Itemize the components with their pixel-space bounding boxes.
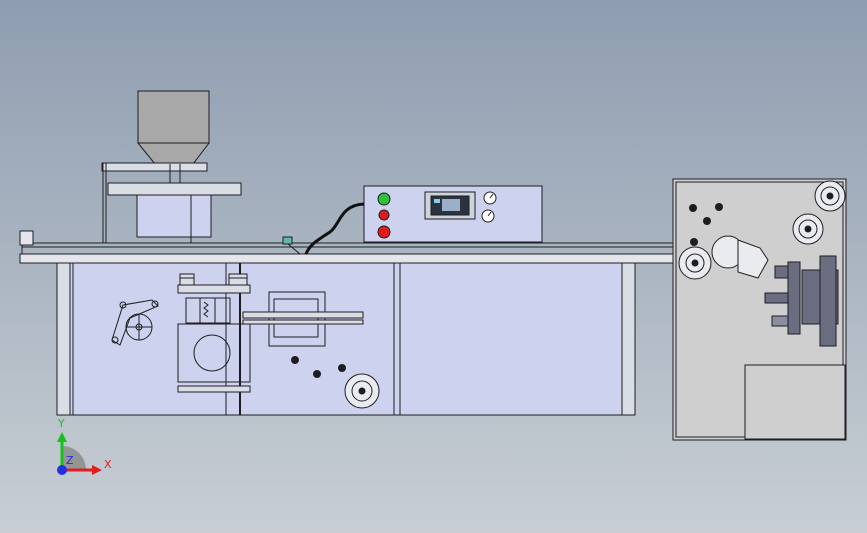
roller-icon (814, 180, 846, 212)
cutter-unit (711, 235, 839, 347)
axis-label-z: Z (66, 454, 74, 467)
indicator-light-green[interactable] (377, 192, 391, 206)
module-dots (689, 203, 723, 246)
control-box-icon (363, 185, 543, 243)
handwheel-icon (111, 299, 159, 346)
sealing-unit (242, 291, 364, 347)
frame-leg-right (621, 262, 636, 416)
indicator-light-red-2[interactable] (377, 225, 391, 239)
axis-label-y: Y (57, 417, 65, 430)
roller-icon (344, 373, 380, 409)
roller-icon (792, 213, 824, 245)
control-cable (304, 202, 365, 255)
drive-dots (291, 356, 346, 378)
axis-triad-icon: Y X Z (57, 417, 112, 475)
press-assembly (177, 273, 251, 393)
hopper-icon (101, 90, 242, 243)
indicator-light-red-1[interactable] (378, 209, 390, 221)
gear-icon (193, 334, 231, 372)
roller-icon (678, 246, 712, 280)
axis-label-x: X (104, 458, 112, 471)
frame-leg-left (56, 262, 71, 416)
sensor-block (282, 236, 293, 245)
